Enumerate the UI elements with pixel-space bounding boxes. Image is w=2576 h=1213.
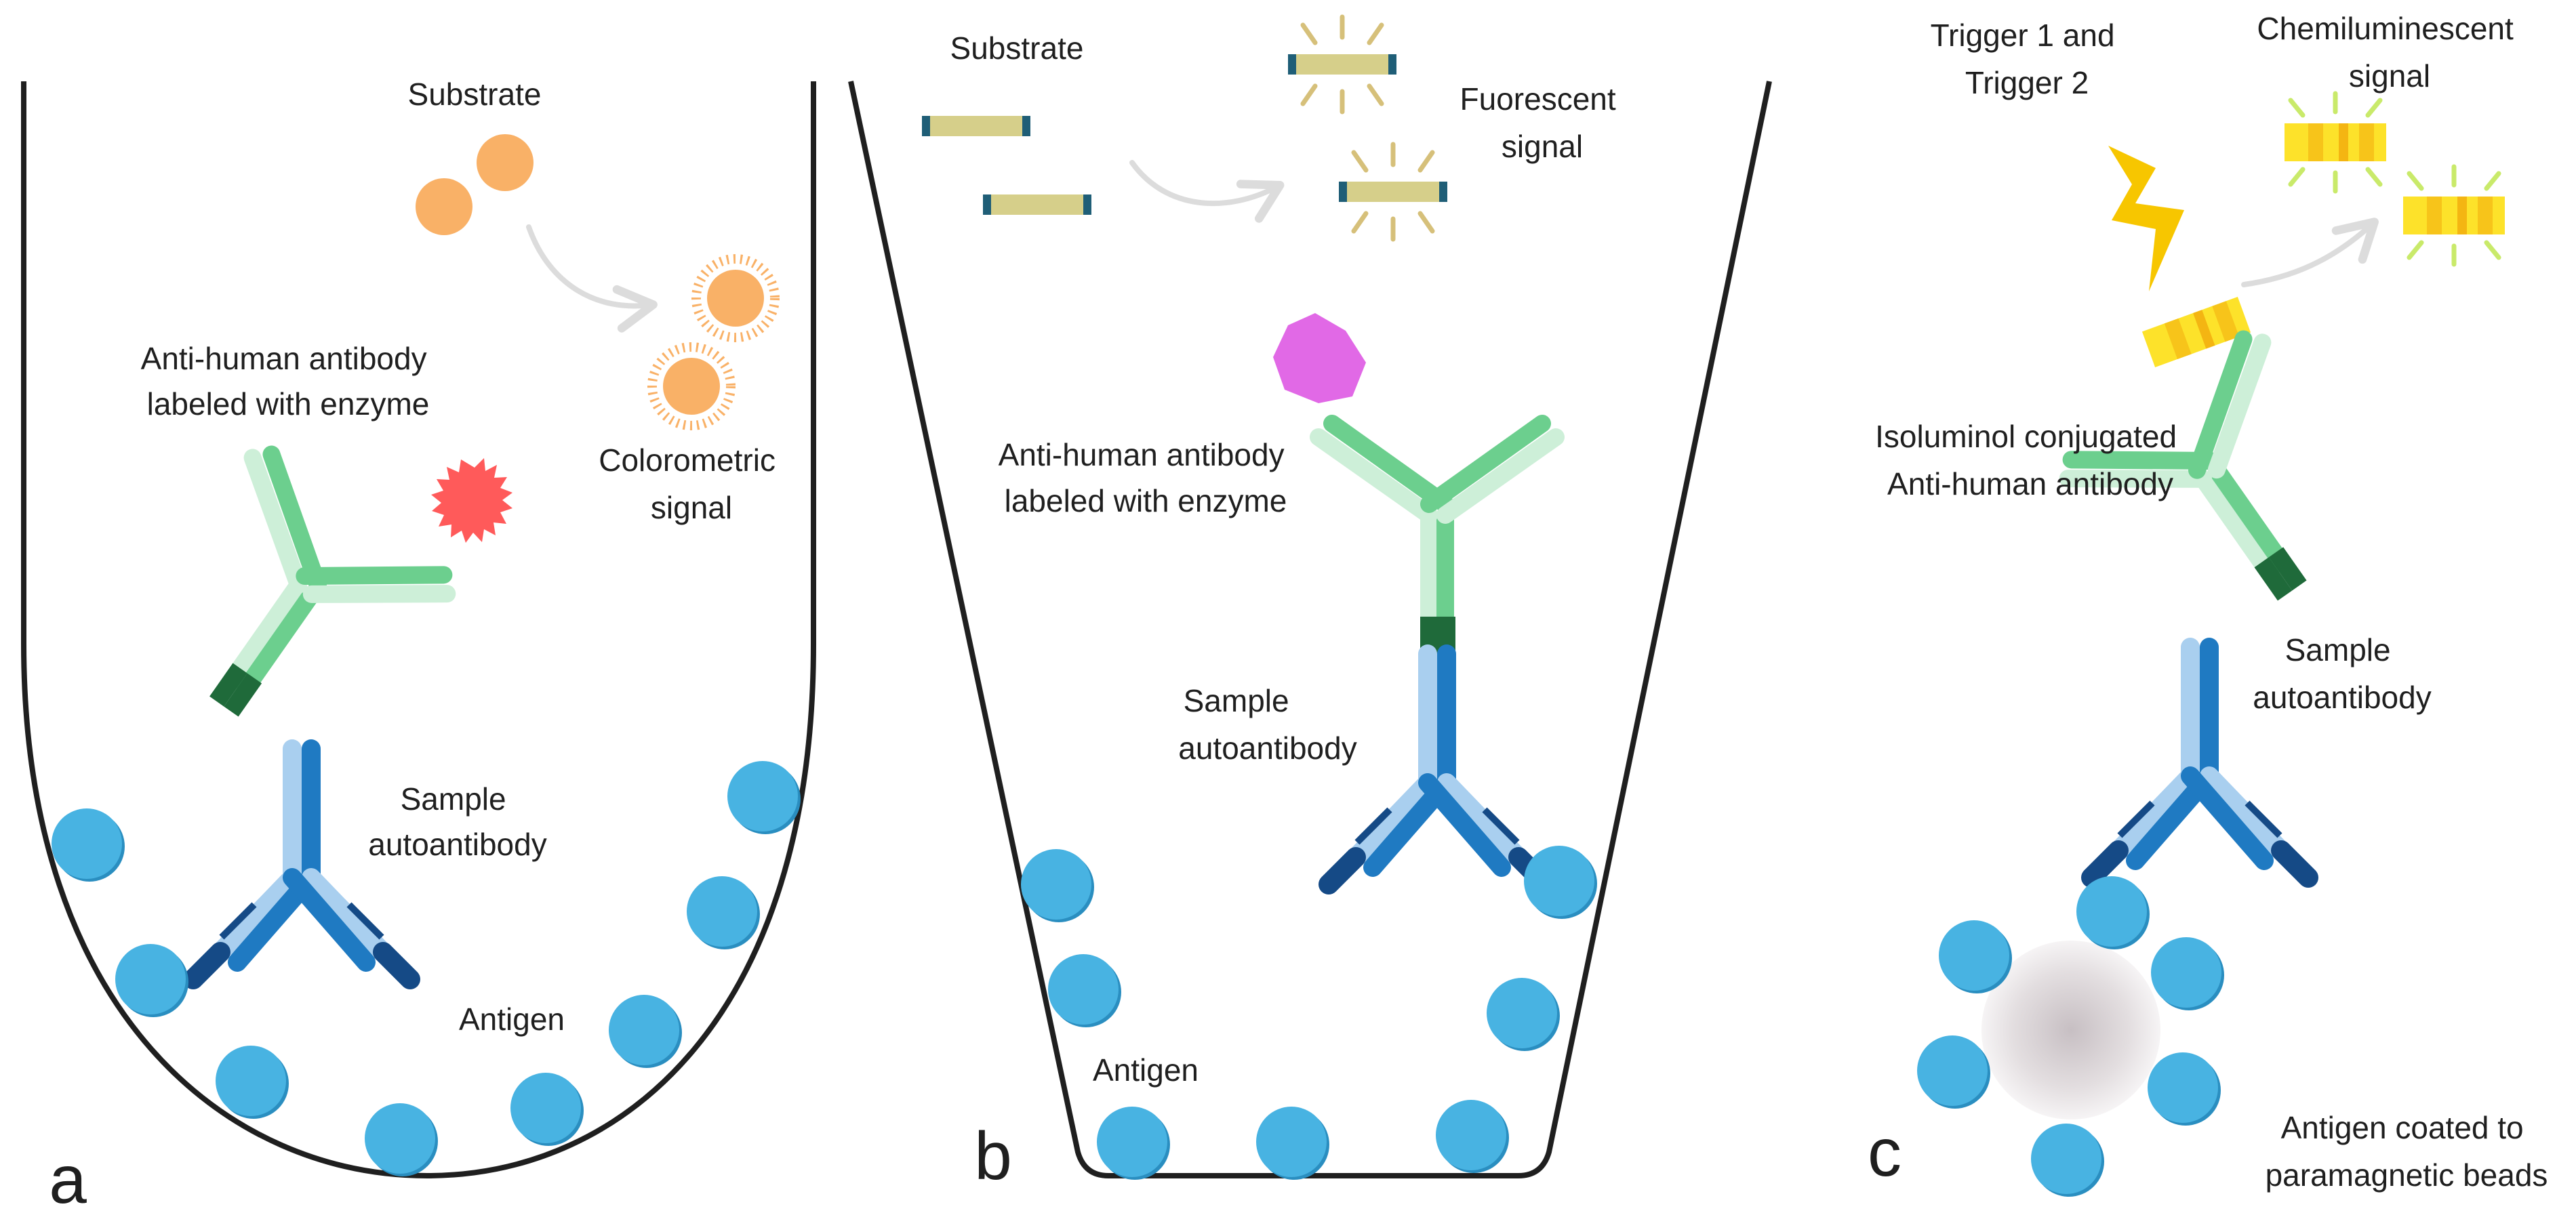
sample-b-label: Sample autoantibody [1178,683,1356,766]
antigen-b-1-icon [1021,849,1094,922]
antigen-b-4-icon [1256,1107,1329,1180]
lightning-bolt-icon [2108,146,2184,291]
antigen-b-6-icon [1487,978,1560,1051]
curved-arrow-c-icon [2241,218,2379,287]
panel-a: Substrate Anti-human antibody labeled wi… [21,77,816,1213]
antigen-c-4-icon [1917,1035,1990,1109]
fluorescent-product-1-icon [1288,17,1396,112]
signal-b-label: Fuorescent signal [1460,81,1625,164]
antigen-c-1-icon [2076,876,2150,949]
antigen-a-3-icon [216,1046,289,1119]
signal-a-label: Colorometric signal [599,443,784,525]
antigen-a-6-icon [609,995,682,1068]
antigen-b-5-icon [1436,1100,1509,1173]
panel-b-letter: b [974,1118,1012,1194]
substrate-a-dot-1 [477,134,534,191]
chemiluminescent-product-2-icon [2403,167,2505,264]
colorimetric-product-2-icon [652,347,731,426]
panel-c-letter: c [1868,1115,1901,1191]
tube-a-outline [21,81,816,1179]
sample-c-label: Sample autoantibody [2253,632,2431,715]
curved-arrow-b-icon [1129,160,1285,223]
colorimetric-product-1-icon [696,259,775,337]
sample-autoantibody-a-icon [193,749,410,979]
antigen-b-2-icon [1048,954,1121,1027]
anti-human-antibody-b-icon [1319,424,1556,657]
antibody-c-label: Isoluminol conjugated Anti-human antibod… [1875,419,2186,501]
panel-c: Trigger 1 and Trigger 2 Chemiluminescent… [1868,11,2548,1197]
substrate-a-label: Substrate [408,77,542,112]
antigen-a-5-icon [510,1073,584,1146]
antigen-a-4-icon [365,1103,438,1176]
antigen-a-label: Antigen [459,1002,565,1037]
antigen-b-7-icon [1524,846,1597,919]
curved-arrow-a-icon [526,224,658,333]
paramagnetic-bead-icon [1981,941,2160,1119]
antibody-a-label: Anti-human antibody labeled with enzyme [141,341,436,422]
substrate-b-tag-2-icon [983,194,1091,215]
enzyme-label-b-icon [1273,313,1366,403]
antigen-c-6-icon [2031,1124,2104,1197]
enzyme-label-a-icon [431,458,512,543]
substrate-a-dot-2 [416,178,472,235]
signal-c-label: Chemiluminescent signal [2257,11,2522,94]
sample-autoantibody-b-icon [1329,654,1546,884]
panel-a-letter: a [49,1142,87,1213]
trigger-label: Trigger 1 and Trigger 2 [1931,18,2124,100]
fluorescent-product-2-icon [1339,144,1447,239]
antigen-c-label: Antigen coated to paramagnetic beads [2266,1110,2548,1193]
antigen-a-2-icon [115,944,188,1017]
antigen-c-3-icon [2151,937,2224,1010]
substrate-b-label: Substrate [950,30,1084,66]
anti-human-antibody-a-icon [126,447,455,774]
substrate-b-tag-1-icon [922,116,1030,136]
antibody-b-label: Anti-human antibody labeled with enzyme [999,437,1293,518]
antigen-b-label: Antigen [1093,1052,1199,1088]
well-b-outline [848,81,1772,1178]
sample-a-label: Sample autoantibody [368,781,546,862]
antigen-b-3-icon [1097,1107,1170,1180]
antigen-a-8-icon [727,761,801,834]
panel-b: Substrate Fuorescent signal Anti-human a… [848,17,1772,1194]
chemiluminescent-product-1-icon [2285,94,2386,191]
antigen-c-2-icon [1939,920,2012,993]
antigen-c-5-icon [2148,1052,2221,1126]
antigen-a-1-icon [52,808,125,882]
antigen-a-7-icon [687,876,760,949]
